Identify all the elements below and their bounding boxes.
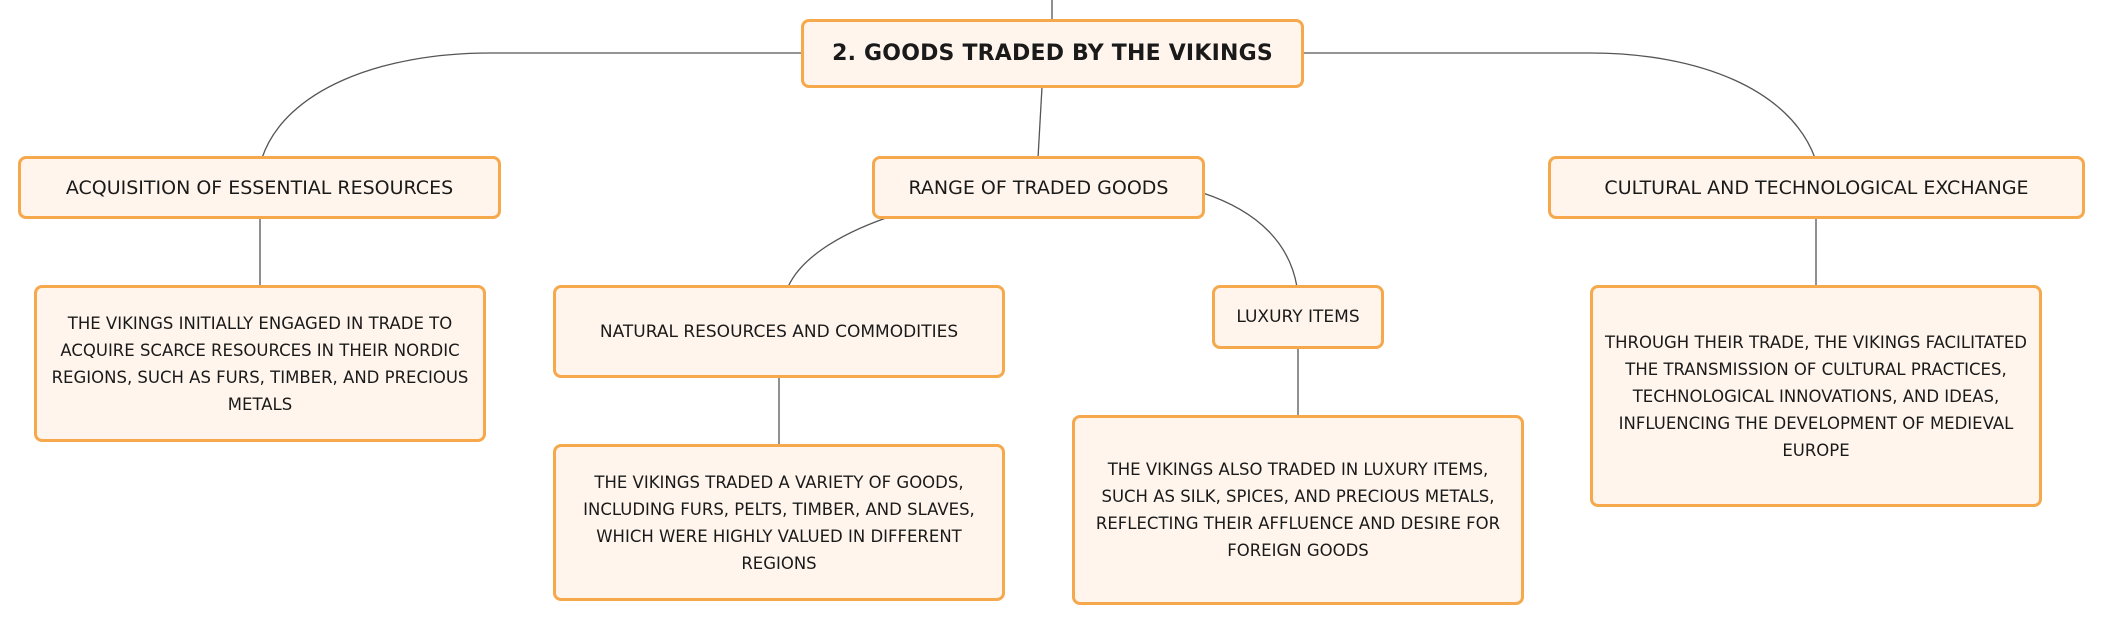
root-node[interactable]: 2. GOODS TRADED BY THE VIKINGS bbox=[801, 19, 1304, 88]
cultural-description-text: THROUGH THEIR TRADE, THE VIKINGS FACILIT… bbox=[1605, 332, 2027, 460]
acquisition-description-text: THE VIKINGS INITIALLY ENGAGED IN TRADE T… bbox=[51, 313, 469, 414]
subtopic-luxury-items-title: LUXURY ITEMS bbox=[1236, 307, 1360, 327]
connector-root-to-cultural bbox=[1303, 52, 1816, 159]
luxury-items-description-text: THE VIKINGS ALSO TRADED IN LUXURY ITEMS,… bbox=[1095, 460, 1501, 560]
branch-cultural-title: CULTURAL AND TECHNOLOGICAL EXCHANGE bbox=[1604, 176, 2029, 199]
root-title: 2. GOODS TRADED BY THE VIKINGS bbox=[832, 41, 1273, 66]
subtopic-natural-resources[interactable]: NATURAL RESOURCES AND COMMODITIES bbox=[553, 285, 1005, 378]
subtopic-luxury-items[interactable]: LUXURY ITEMS bbox=[1212, 285, 1384, 349]
cultural-description[interactable]: THROUGH THEIR TRADE, THE VIKINGS FACILIT… bbox=[1590, 285, 2042, 507]
connector-range-to-luxury bbox=[1202, 192, 1298, 288]
natural-resources-description-text: THE VIKINGS TRADED A VARIETY OF GOODS, I… bbox=[583, 472, 975, 573]
luxury-items-description[interactable]: THE VIKINGS ALSO TRADED IN LUXURY ITEMS,… bbox=[1072, 415, 1524, 605]
subtopic-natural-resources-title: NATURAL RESOURCES AND COMMODITIES bbox=[599, 321, 959, 342]
branch-range[interactable]: RANGE OF TRADED GOODS bbox=[872, 156, 1205, 219]
natural-resources-description[interactable]: THE VIKINGS TRADED A VARIETY OF GOODS, I… bbox=[553, 444, 1005, 601]
branch-acquisition[interactable]: ACQUISITION OF ESSENTIAL RESOURCES bbox=[18, 156, 501, 219]
branch-acquisition-title: ACQUISITION OF ESSENTIAL RESOURCES bbox=[65, 176, 454, 199]
branch-cultural[interactable]: CULTURAL AND TECHNOLOGICAL EXCHANGE bbox=[1548, 156, 2085, 219]
branch-range-title: RANGE OF TRADED GOODS bbox=[908, 176, 1169, 199]
connector-root-to-acquisition bbox=[261, 52, 803, 159]
connector-range-to-natural bbox=[787, 217, 887, 288]
acquisition-description[interactable]: THE VIKINGS INITIALLY ENGAGED IN TRADE T… bbox=[34, 285, 486, 442]
connector-root-to-range bbox=[1037, 86, 1043, 159]
